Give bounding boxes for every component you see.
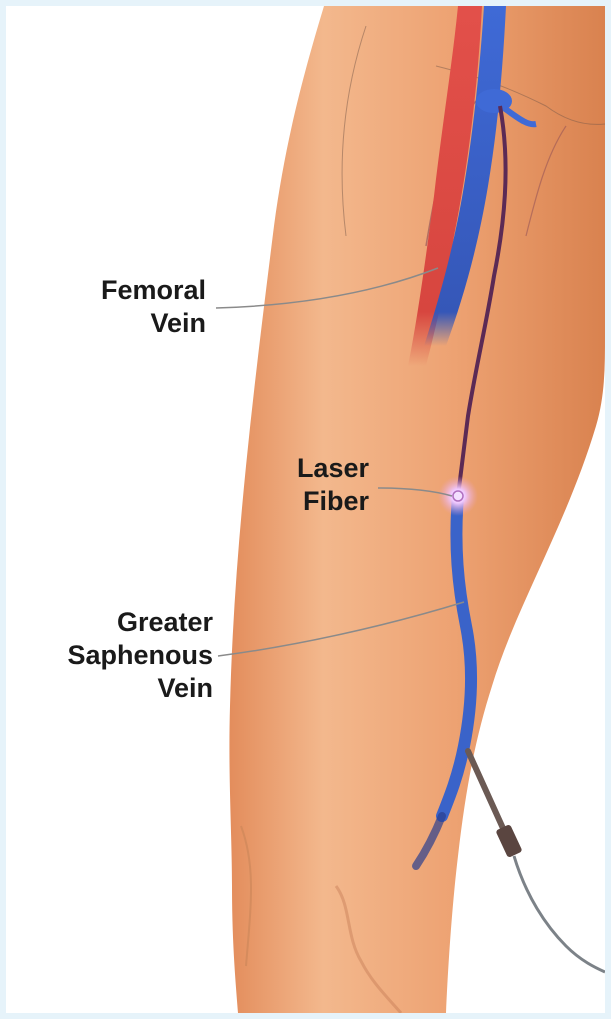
greater-saphenous-vein-label-line-1: Greater [67,606,213,639]
femoral-vein-label-line-1: Femoral [101,274,206,307]
greater-saphenous-vein-label: Greater Saphenous Vein [67,606,213,705]
illustration-frame: Femoral Vein Laser Fiber Greater Sapheno… [6,6,605,1013]
laser-tip [453,491,463,501]
laser-fiber-label-line-1: Laser [297,452,369,485]
greater-saphenous-vein-label-line-3: Vein [67,672,213,705]
laser-fiber-label: Laser Fiber [297,452,369,518]
femoral-vein-label: Femoral Vein [101,274,206,340]
femoral-vein-label-line-2: Vein [101,307,206,340]
greater-saphenous-vein-label-line-2: Saphenous [67,639,213,672]
catheter-hub [495,824,522,858]
laser-fiber-cable [514,856,605,972]
laser-fiber-label-line-2: Fiber [297,485,369,518]
